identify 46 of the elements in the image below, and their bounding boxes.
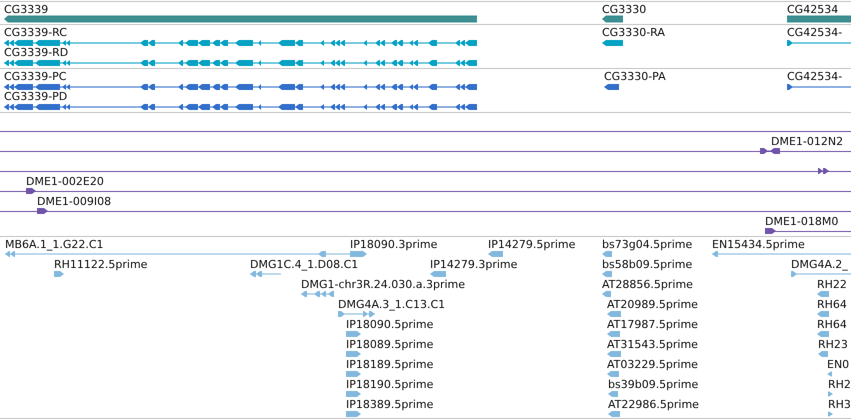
feature-label: CG42534- — [787, 70, 842, 84]
feature-label: DME1-009I08 — [37, 195, 112, 209]
feature-label: RH11122.5prime — [54, 258, 148, 272]
feature-label: CG3339-PC — [4, 70, 66, 84]
feature-label: DMG4A.3_1.C13.C1 — [338, 298, 446, 312]
feature-label: AT22986.5prime — [608, 398, 699, 412]
feature-label: RH64 — [817, 298, 847, 312]
feature-label: RH3 — [828, 398, 851, 412]
feature-label: IP14279.3prime — [430, 258, 518, 272]
feature-label: bs73g04.5prime — [602, 238, 692, 252]
feature-label: DME1-018M0 — [765, 215, 838, 229]
feature-label: IP18090.3prime — [350, 238, 438, 252]
feature-label: EN15434.5prime — [712, 238, 805, 252]
feature-label: CG3339-RC — [4, 26, 67, 40]
feature-label: CG3339-PD — [4, 90, 68, 104]
feature-label: AT31543.5prime — [607, 338, 698, 352]
feature-label: CG3339 — [4, 3, 48, 17]
feature-label: IP18090.5prime — [346, 318, 434, 332]
feature-label: DMG1C.4_1.D08.C1 — [250, 258, 358, 272]
feature-label: IP18089.5prime — [346, 338, 434, 352]
feature-label: MB6A.1_1.G22.C1 — [5, 238, 104, 252]
feature-label: RH22 — [817, 278, 847, 292]
feature-label: IP18189.5prime — [346, 358, 434, 372]
feature-label: RH23 — [818, 338, 848, 352]
feature-label: DME1-012N2 — [771, 135, 844, 149]
feature-label: IP14279.5prime — [488, 238, 576, 252]
feature-label: CG3339-RD — [4, 46, 68, 60]
feature-label: CG3330-PA — [604, 70, 666, 84]
feature-label: DMG1-chr3R.24.030.a.3prime — [301, 278, 466, 292]
feature-label: CG3330-RA — [602, 26, 665, 40]
feature-label: CG3330 — [602, 3, 646, 17]
feature-label: RH64 — [817, 318, 847, 332]
feature-label: DMG4A.2_ — [791, 258, 848, 272]
feature-label: IP18190.5prime — [346, 378, 434, 392]
feature-label: IP18389.5prime — [346, 398, 434, 412]
feature-label: AT17987.5prime — [607, 318, 698, 332]
feature-label: bs58b09.5prime — [602, 258, 692, 272]
feature-label: AT20989.5prime — [607, 298, 698, 312]
feature-label: DME1-002E20 — [26, 175, 104, 189]
feature-label: RH2 — [828, 378, 851, 392]
feature-label: bs39b09.5prime — [608, 378, 698, 392]
feature-label: CG42534- — [787, 26, 842, 40]
feature-label: CG42534 — [787, 3, 838, 17]
feature-label: AT28856.5prime — [602, 278, 693, 292]
feature-label: AT03229.5prime — [607, 358, 698, 372]
feature-label: EN0 — [827, 358, 850, 372]
